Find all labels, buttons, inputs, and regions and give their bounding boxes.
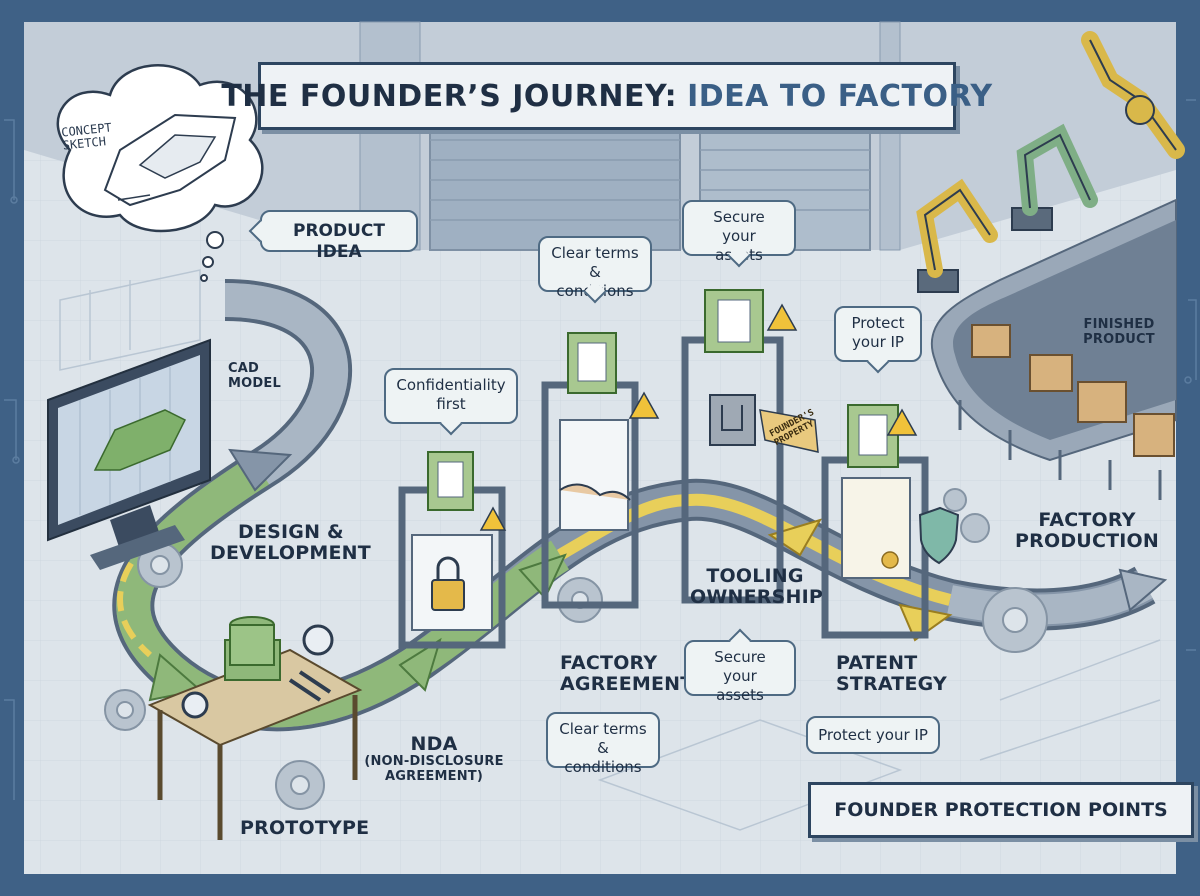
table-icon bbox=[147, 616, 363, 840]
nda-gate bbox=[398, 451, 507, 649]
mold-icon bbox=[709, 394, 756, 446]
concept-sketch-label: CONCEPT SKETCH bbox=[60, 120, 113, 153]
finished-product-label: FINISHED PRODUCT bbox=[1083, 317, 1155, 347]
certificate-icon bbox=[841, 477, 911, 579]
document-icon bbox=[577, 342, 607, 382]
robot-arm-icon bbox=[1081, 31, 1185, 159]
confidentiality-callout: Confidentiality first bbox=[384, 368, 518, 424]
nda-label: NDA (NON-DISCLOSURE AGREEMENT) bbox=[364, 733, 504, 784]
warning-icon bbox=[479, 506, 507, 531]
gear-icon bbox=[104, 488, 1048, 810]
clear-terms-callout-bottom: Clear terms & conditions bbox=[546, 712, 660, 776]
warning-icon bbox=[628, 391, 660, 419]
robot-arm-icon bbox=[1011, 123, 1098, 231]
pliers-icon bbox=[288, 670, 332, 702]
patent-gate bbox=[821, 404, 960, 639]
warning-icon bbox=[766, 303, 798, 331]
cad-model-label: CAD MODEL bbox=[228, 361, 281, 391]
thought-cloud-icon bbox=[56, 64, 264, 282]
prototype-label: PROTOTYPE bbox=[240, 817, 370, 839]
title-part-1: THE FOUNDER’S JOURNEY: bbox=[221, 78, 678, 114]
document-icon bbox=[858, 414, 888, 456]
product-idea-label: PRODUCT IDEA bbox=[260, 210, 418, 262]
box-icon bbox=[971, 324, 1175, 457]
protect-ip-callout-top: Protect your IP bbox=[834, 306, 922, 362]
arrow-icon bbox=[767, 518, 823, 557]
legend-founder-protection-points: FOUNDER PROTECTION POINTS bbox=[808, 782, 1194, 838]
arrow-icon bbox=[1118, 568, 1168, 612]
padlock-icon bbox=[431, 579, 465, 611]
warning-icon bbox=[886, 408, 918, 436]
frame-circuit-lines bbox=[4, 99, 1197, 800]
handshake-icon bbox=[559, 483, 631, 501]
robot-arm-icon bbox=[916, 178, 998, 293]
page-title: THE FOUNDER’S JOURNEY: IDEA TO FACTORY bbox=[221, 62, 992, 130]
title-part-2: IDEA TO FACTORY bbox=[687, 78, 993, 114]
factory-production-label: FACTORY PRODUCTION bbox=[1015, 509, 1159, 553]
tooling-ownership-label: TOOLING OWNERSHIP bbox=[690, 565, 824, 609]
arrow-icon bbox=[398, 637, 442, 692]
secure-assets-callout-top: Secure your assets bbox=[682, 200, 796, 264]
blueprint-lines bbox=[59, 269, 1161, 831]
document-icon bbox=[437, 461, 464, 498]
clear-terms-callout-top: Clear terms & conditions bbox=[538, 236, 652, 300]
factory-agreement-label: FACTORY AGREEMENT bbox=[560, 652, 694, 696]
secure-assets-callout-bottom: Secure your assets bbox=[684, 640, 796, 704]
tooling-gate bbox=[681, 289, 819, 604]
shield-icon bbox=[918, 506, 960, 565]
patent-strategy-label: PATENT STRATEGY bbox=[836, 652, 947, 696]
monitor-icon bbox=[47, 338, 211, 570]
magnifier-icon bbox=[302, 624, 334, 656]
protect-ip-callout-bottom: Protect your IP bbox=[806, 716, 940, 754]
arrow-icon bbox=[228, 448, 293, 492]
design-development-label: DESIGN & DEVELOPMENT bbox=[210, 521, 371, 565]
magnifier-icon bbox=[181, 691, 209, 719]
document-icon bbox=[717, 299, 751, 343]
factory-agreement-gate bbox=[541, 332, 660, 609]
